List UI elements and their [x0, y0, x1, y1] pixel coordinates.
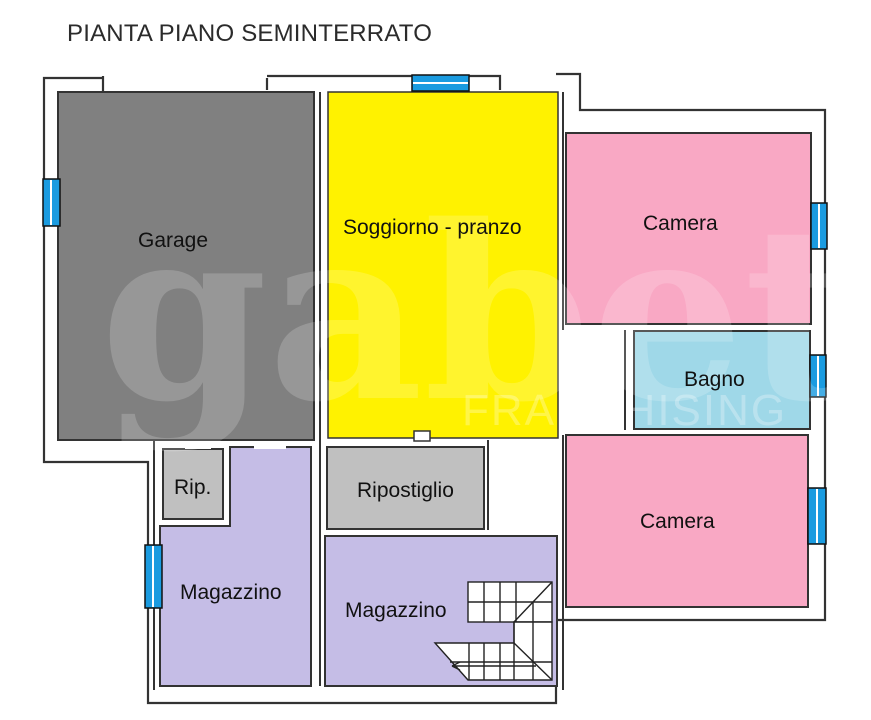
window-icon — [144, 544, 163, 609]
room-rip — [162, 448, 224, 520]
label-ripostiglio: Ripostiglio — [357, 479, 454, 502]
label-magazzino-2: Magazzino — [345, 599, 447, 622]
door-soggiorno-bottom — [413, 430, 431, 442]
label-camera-2: Camera — [640, 510, 715, 533]
room-bagno — [633, 330, 811, 430]
door-magazzino — [254, 441, 286, 449]
window-icon — [809, 354, 827, 398]
window-icon — [810, 202, 828, 250]
door-rip — [185, 441, 211, 449]
room-camera-2 — [565, 434, 809, 608]
label-magazzino-1: Magazzino — [180, 581, 282, 604]
hall-right — [490, 441, 556, 535]
room-ripostiglio — [326, 446, 485, 530]
label-camera-1: Camera — [643, 212, 718, 235]
windows — [42, 74, 828, 609]
window-icon — [807, 487, 827, 545]
watermark-brand: gabetti — [100, 173, 871, 455]
watermark-sub: FRANCHISING — [462, 386, 787, 435]
label-garage: Garage — [138, 229, 208, 252]
label-rip: Rip. — [174, 476, 211, 499]
label-bagno: Bagno — [684, 368, 745, 391]
room-soggiorno — [327, 91, 559, 439]
room-garage — [57, 91, 315, 441]
room-magazzino-1 — [159, 446, 312, 687]
label-soggiorno: Soggiorno - pranzo — [343, 216, 522, 239]
window-icon — [411, 74, 470, 92]
room-camera-1 — [565, 132, 812, 325]
window-icon — [42, 178, 61, 227]
staircase-icon — [433, 581, 553, 681]
plan-title: PIANTA PIANO SEMINTERRATO — [67, 20, 433, 47]
